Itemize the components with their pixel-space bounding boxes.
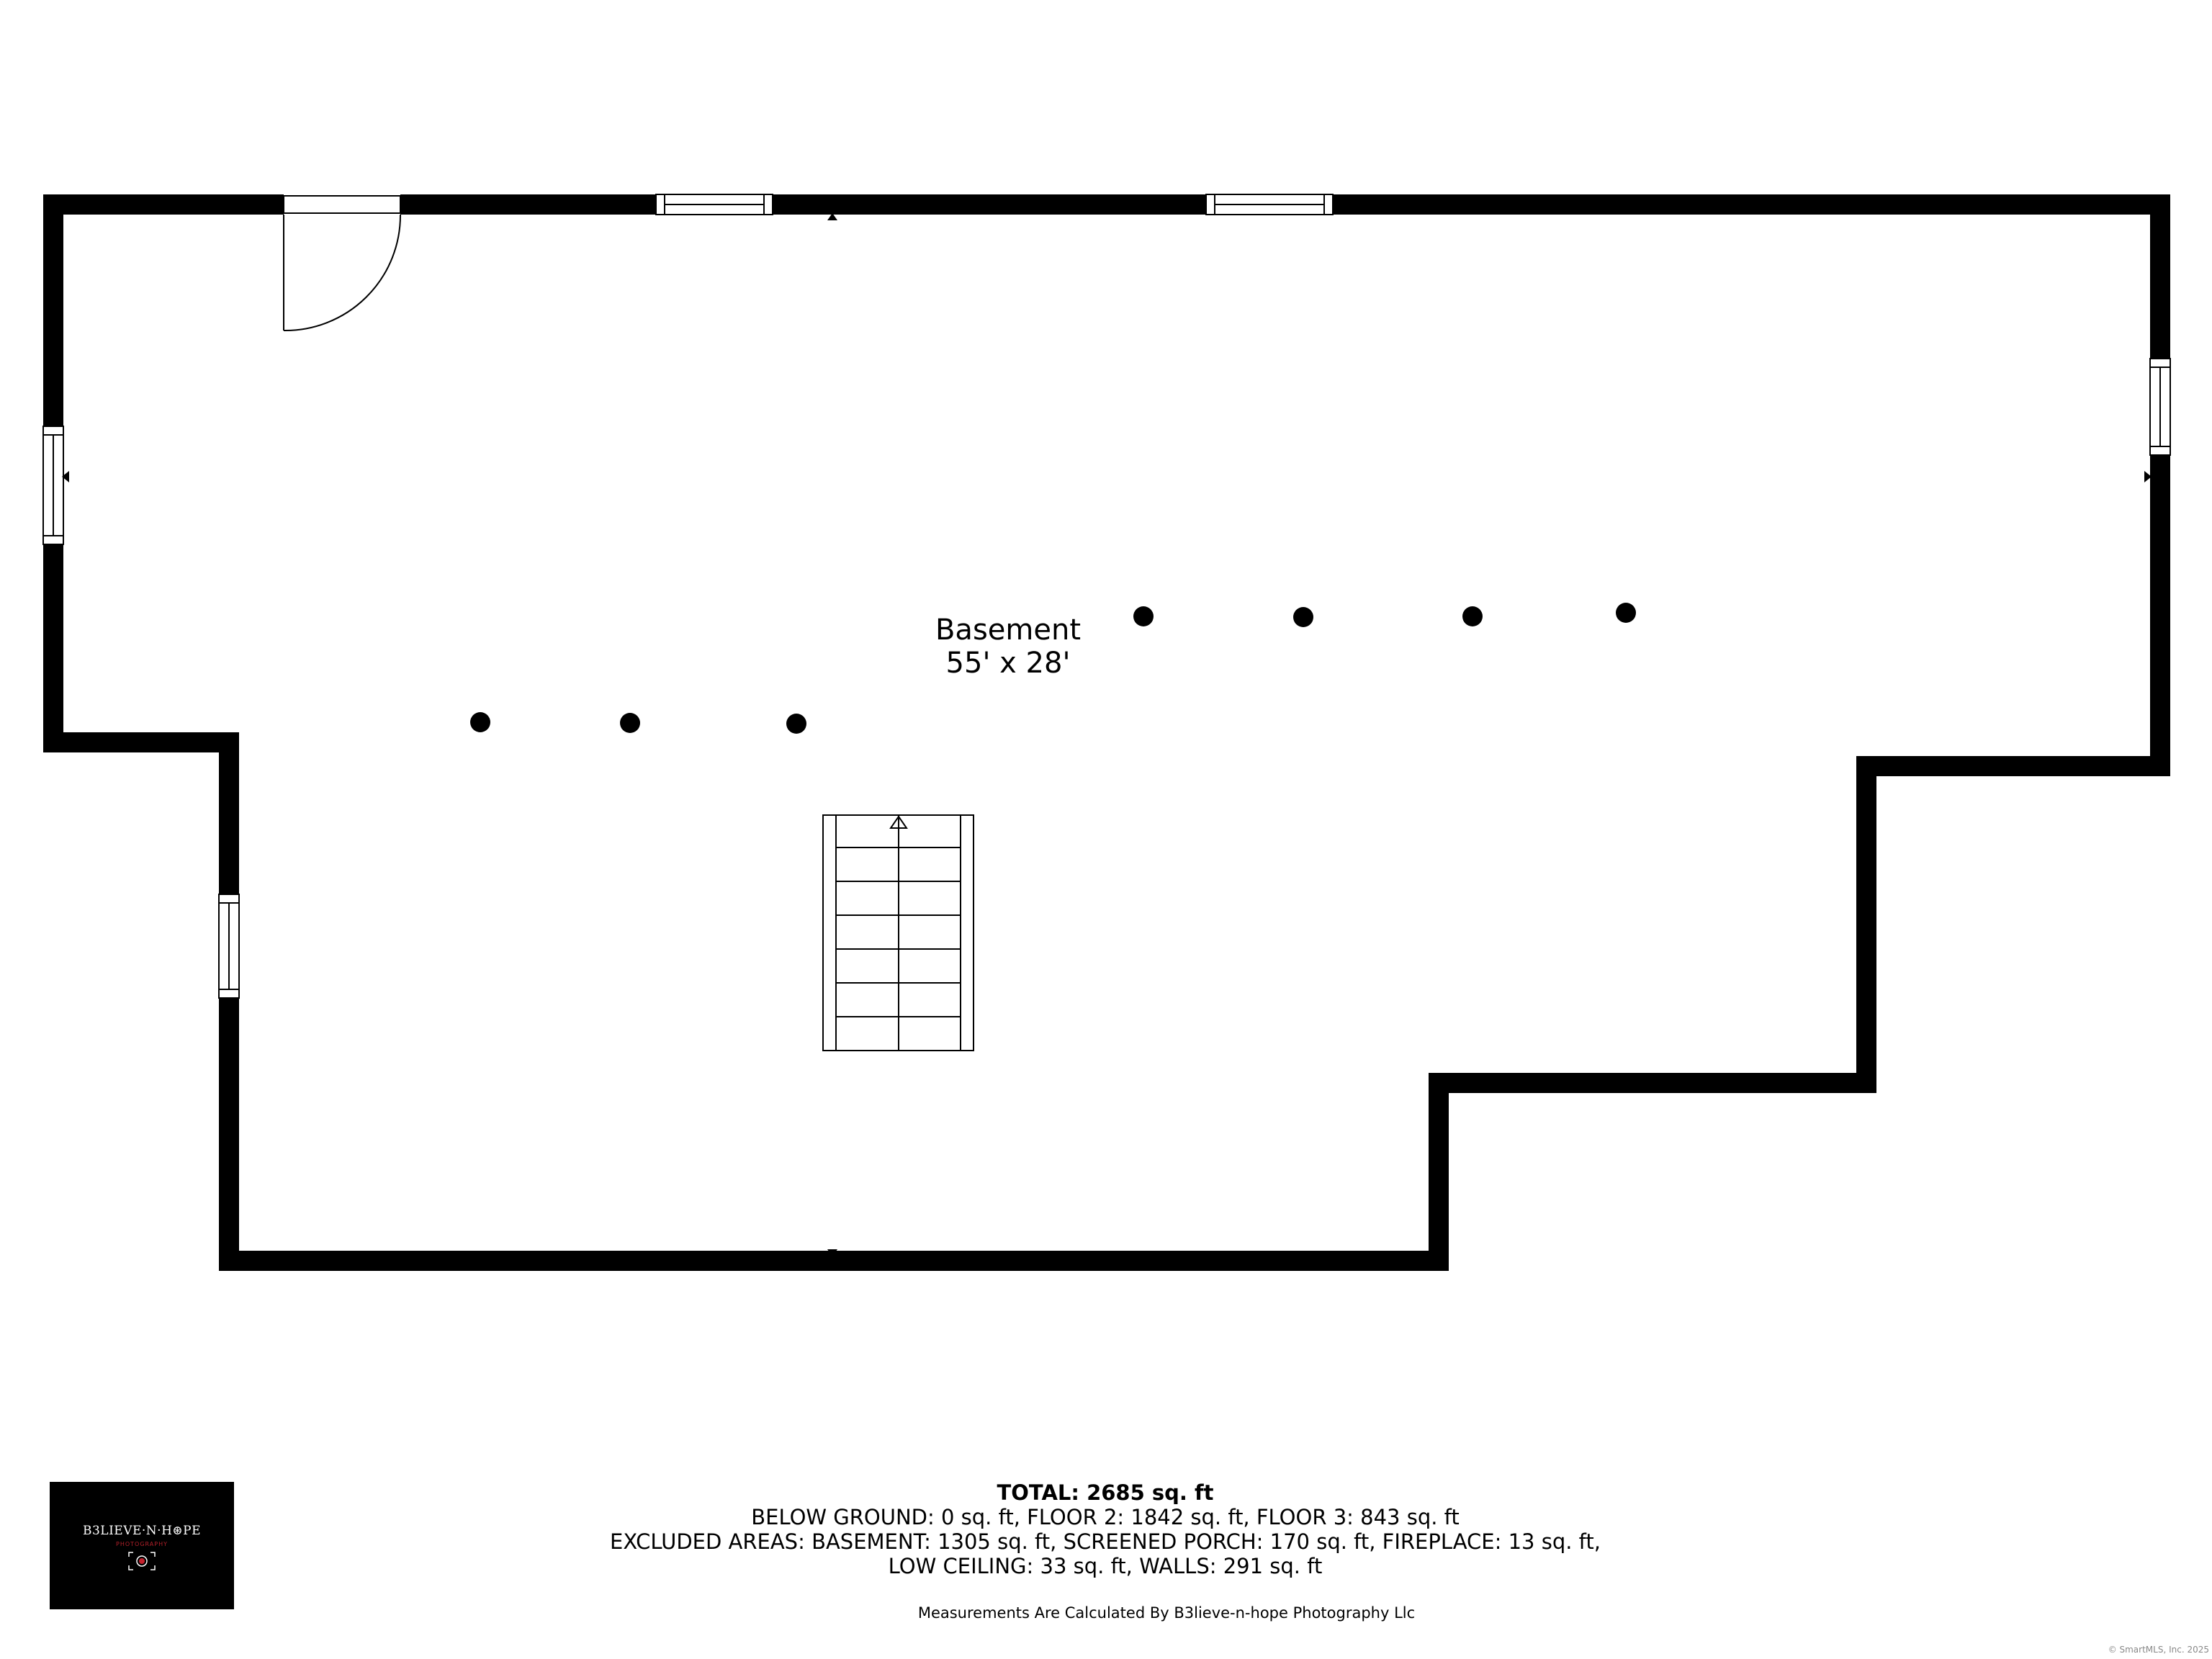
excluded-areas-line: EXCLUDED AREAS: BASEMENT: 1305 sq. ft, S… bbox=[610, 1529, 1601, 1554]
support-posts bbox=[470, 603, 1636, 734]
copyright-notice: © SmartMLS, Inc. 2025 bbox=[2108, 1645, 2209, 1655]
camera-icon bbox=[128, 1552, 156, 1570]
area-breakdown-line: BELOW GROUND: 0 sq. ft, FLOOR 2: 1842 sq… bbox=[751, 1505, 1460, 1529]
excluded-areas-line-2: LOW CEILING: 33 sq. ft, WALLS: 291 sq. f… bbox=[888, 1554, 1323, 1578]
room-dimensions: 55' x 28' bbox=[945, 647, 1071, 680]
support-post-icon bbox=[1293, 607, 1313, 627]
room-name: Basement bbox=[935, 613, 1081, 647]
room-label: Basement 55' x 28' bbox=[864, 613, 1152, 680]
support-post-icon bbox=[1616, 603, 1636, 623]
window-icon bbox=[2149, 358, 2171, 456]
window-icon bbox=[42, 426, 64, 545]
window-icon bbox=[218, 894, 240, 999]
measurement-credit: Measurements Are Calculated By B3lieve-n… bbox=[917, 1604, 1416, 1622]
staircase-icon bbox=[822, 814, 974, 1051]
total-area: TOTAL: 2685 sq. ft bbox=[997, 1480, 1214, 1505]
support-post-icon bbox=[786, 714, 806, 734]
support-post-icon bbox=[1462, 606, 1483, 626]
support-post-icon bbox=[620, 713, 640, 733]
exterior-wall bbox=[43, 194, 2170, 1271]
logo-tagline: PHOTOGRAPHY bbox=[116, 1541, 168, 1547]
dimension-marker-icon bbox=[62, 213, 2152, 1256]
area-summary: TOTAL: 2685 sq. ft BELOW GROUND: 0 sq. f… bbox=[504, 1480, 1707, 1578]
photographer-logo: B3LIEVE·N·H⊛PE PHOTOGRAPHY bbox=[50, 1482, 234, 1609]
door-icon bbox=[283, 194, 402, 332]
support-post-icon bbox=[1133, 606, 1154, 626]
window-icon bbox=[655, 194, 773, 215]
support-post-icon bbox=[470, 712, 490, 732]
window-icon bbox=[1205, 194, 1334, 215]
logo-name: B3LIEVE·N·H⊛PE bbox=[82, 1524, 201, 1538]
